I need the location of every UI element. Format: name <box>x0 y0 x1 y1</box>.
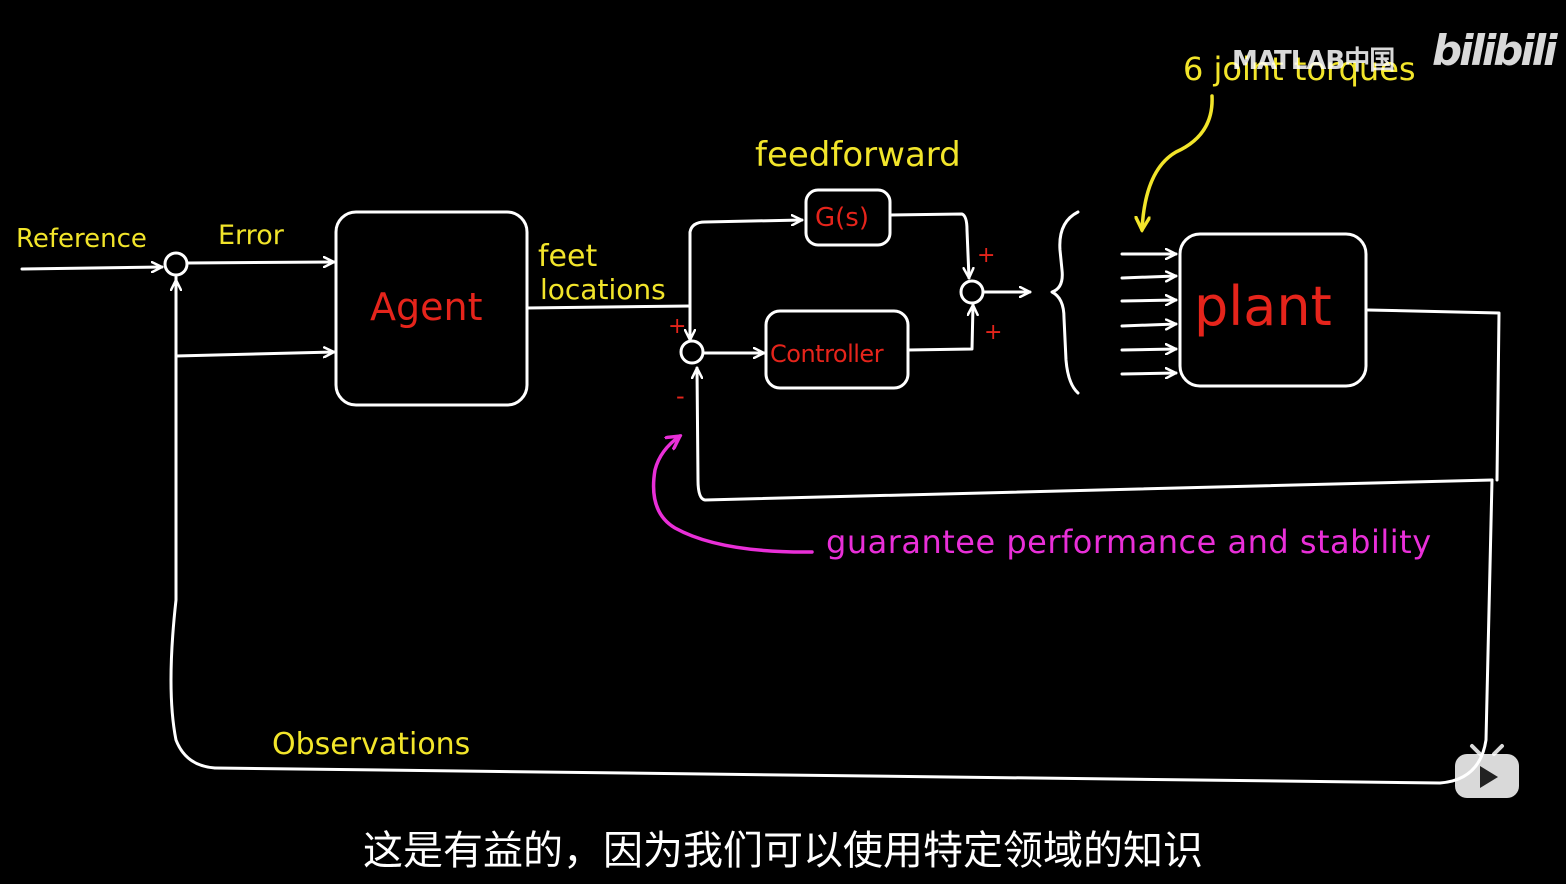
plus-sign-left: + <box>668 314 686 339</box>
error-label: Error <box>218 220 285 251</box>
plant-output-line <box>1366 308 1501 482</box>
feet-label: feet <box>538 239 597 274</box>
controller-output-line <box>906 303 973 352</box>
reference-label: Reference <box>16 224 147 254</box>
matlab-watermark: MATLAB中国 <box>1232 46 1395 76</box>
observations-label: Observations <box>272 727 470 762</box>
summing-junction-inner <box>679 339 705 365</box>
locations-label: locations <box>540 273 666 306</box>
summing-junction-output <box>959 279 985 305</box>
feedforward-branch <box>688 220 804 308</box>
summing-junction-main <box>163 251 189 277</box>
video-subtitle: 这是有益的，因为我们可以使用特定领域的知识 <box>363 828 1203 874</box>
plus-sign-bottom: + <box>984 320 1002 345</box>
minus-sign: - <box>676 382 685 410</box>
torques-pointer-arrow <box>1142 94 1214 230</box>
play-icon <box>1455 744 1519 798</box>
torque-arrow-4 <box>1120 324 1178 326</box>
brace <box>1050 210 1080 395</box>
guarantee-pointer-arrow <box>651 436 814 554</box>
torque-arrow-3 <box>1120 300 1178 301</box>
inner-feedback-line <box>697 366 1494 502</box>
torque-arrow-2 <box>1120 276 1178 278</box>
plant-label: plant <box>1194 275 1332 338</box>
agent-label: Agent <box>370 285 482 329</box>
gs-output-line <box>888 212 969 280</box>
controller-label: Controller <box>770 340 884 368</box>
feet-locations-line <box>525 304 692 310</box>
reference-arrow <box>20 267 164 269</box>
play-button[interactable] <box>1452 742 1522 800</box>
observation-branch-arrow <box>174 352 336 356</box>
error-arrow <box>186 262 336 263</box>
feedforward-label: feedforward <box>755 135 961 175</box>
guarantee-label: guarantee performance and stability <box>826 523 1432 561</box>
plus-sign-top: + <box>977 243 995 268</box>
gs-block <box>804 188 892 247</box>
joint-torques-label: 6 joint torques <box>1183 50 1416 88</box>
gs-label: G(s) <box>815 203 869 233</box>
torque-arrow-6 <box>1120 373 1178 374</box>
bilibili-logo: bilibili <box>1432 26 1558 75</box>
torque-arrow-5 <box>1120 349 1178 350</box>
feedback-vertical <box>169 275 217 770</box>
plant-block <box>1178 232 1368 388</box>
